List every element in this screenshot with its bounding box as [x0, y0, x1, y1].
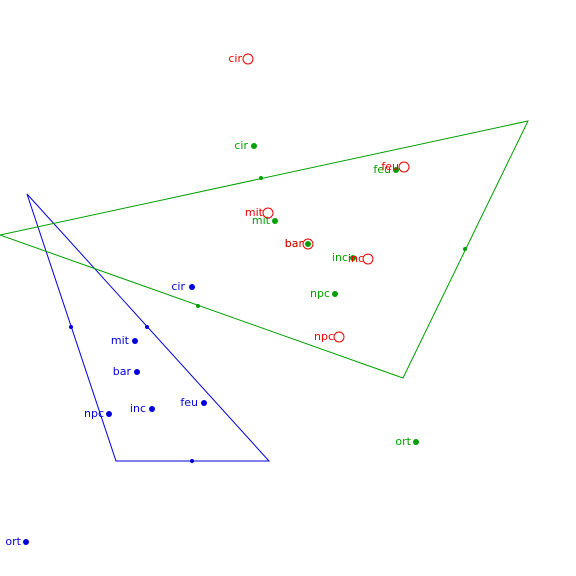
green-label-ort: ort — [395, 435, 411, 448]
blue-triangle-side-midpoint-2 — [145, 325, 149, 329]
green-triangle-side-midpoint-3 — [196, 304, 200, 308]
blue-label-feu: feu — [180, 396, 198, 409]
red-label-inc: inc — [348, 252, 364, 265]
blue-label-npc: npc — [84, 407, 104, 420]
green-point-ort — [413, 439, 419, 445]
green-point-inc — [350, 255, 356, 261]
blue-label-inc: inc — [130, 402, 146, 415]
green-point-feu — [393, 167, 399, 173]
blue-triangle-side-midpoint-1 — [69, 325, 73, 329]
red-point-feu — [398, 161, 410, 173]
blue-point-inc — [149, 406, 155, 412]
blue-point-bar — [134, 369, 140, 375]
blue-triangle-side-midpoint-3 — [190, 459, 194, 463]
red-point-inc — [362, 253, 374, 265]
green-triangle-side-midpoint-1 — [259, 176, 263, 180]
green-point-cir — [251, 143, 257, 149]
red-label-npc: npc — [314, 330, 334, 343]
green-triangle — [0, 120, 529, 379]
blue-point-mit — [132, 338, 138, 344]
blue-label-ort: ort — [5, 535, 21, 548]
green-triangle-side-midpoint-2 — [463, 247, 467, 251]
green-point-mit — [272, 218, 278, 224]
green-label-inc: inc — [332, 251, 348, 264]
green-point-bar — [305, 241, 311, 247]
blue-point-ort — [23, 539, 29, 545]
red-point-npc — [333, 331, 345, 343]
blue-point-npc — [106, 411, 112, 417]
green-label-cir: cir — [234, 139, 248, 152]
green-label-bar: bar — [285, 237, 304, 250]
blue-label-mit: mit — [111, 334, 130, 347]
red-label-feu: feu — [381, 160, 399, 173]
blue-label-cir: cir — [171, 280, 185, 293]
red-point-bar — [302, 238, 314, 250]
blue-label-bar: bar — [113, 365, 132, 378]
green-point-npc — [332, 291, 338, 297]
green-label-feu: feu — [373, 163, 391, 176]
red-point-mit — [262, 207, 274, 219]
blue-point-feu — [201, 400, 207, 406]
red-label-mit: mit — [245, 206, 264, 219]
red-label-cir: cir — [228, 52, 242, 65]
green-label-npc: npc — [310, 287, 330, 300]
blue-point-cir — [189, 284, 195, 290]
red-label-bar: bar — [285, 237, 304, 250]
red-point-cir — [242, 53, 254, 65]
